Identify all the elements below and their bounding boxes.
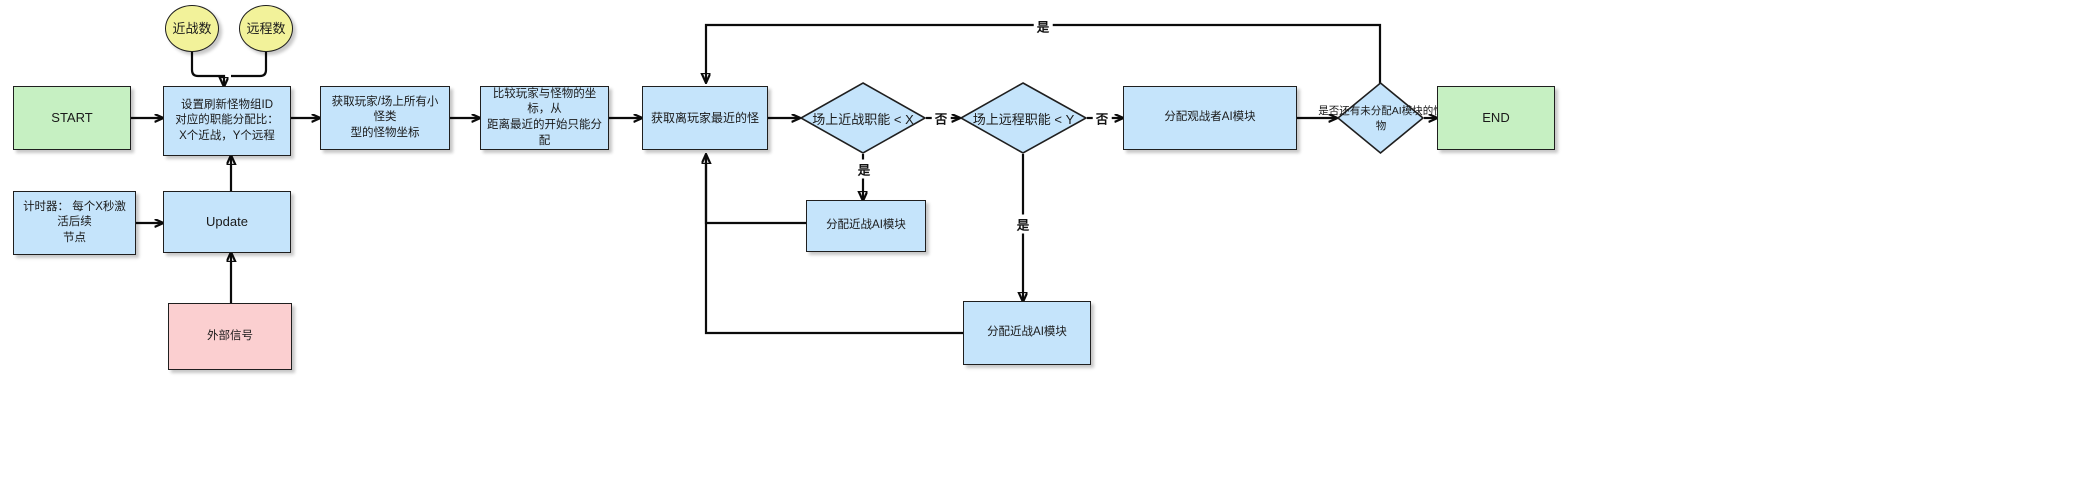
- node-label: Update: [206, 214, 248, 230]
- node-compare-positions[interactable]: 比较玩家与怪物的坐标，从 距离最近的开始只能分配: [480, 86, 609, 150]
- edge-label-no-ranged: 否: [1092, 108, 1112, 128]
- node-set-spawn-ratio[interactable]: 设置刷新怪物组ID 对应的职能分配比： X个近战，Y个远程: [163, 86, 291, 156]
- edge-label-yes-loop: 是: [1033, 16, 1053, 36]
- node-label: 获取离玩家最近的怪: [650, 110, 759, 125]
- node-label: 分配观战者AI模块: [1164, 111, 1256, 124]
- node-decision-melee-lt-x[interactable]: 场上近战职能 < X: [799, 82, 927, 154]
- diamond-shape: [799, 82, 927, 154]
- node-label: 是否还有未分配AI模块的怪 物: [1318, 105, 1444, 132]
- node-label: 场上近战职能 < X: [812, 111, 914, 127]
- node-start[interactable]: START: [13, 86, 131, 150]
- node-assign-melee-ai-1[interactable]: 分配近战AI模块: [806, 200, 926, 252]
- node-decision-more-unassigned[interactable]: 是否还有未分配AI模块的怪 物: [1318, 81, 1444, 155]
- node-label: END: [1482, 110, 1510, 126]
- node-external-signal[interactable]: 外部信号: [168, 303, 292, 370]
- node-end[interactable]: END: [1437, 86, 1555, 150]
- node-label: 获取玩家/场上所有小怪类 型的怪物坐标: [331, 95, 439, 139]
- node-label: 远程数: [246, 20, 286, 36]
- edge-label-no-melee: 否: [931, 108, 951, 128]
- node-ranged-count[interactable]: 远程数: [239, 5, 293, 52]
- diamond-shape: [1336, 81, 1425, 155]
- node-label: 外部信号: [207, 329, 253, 342]
- node-timer[interactable]: 计时器： 每个X秒激活后续 节点: [13, 191, 136, 255]
- node-assign-melee-ai-2[interactable]: 分配近战AI模块: [963, 301, 1091, 365]
- node-label: START: [51, 110, 93, 126]
- node-decision-ranged-lt-y[interactable]: 场上远程职能 < Y: [959, 82, 1088, 154]
- node-label: 比较玩家与怪物的坐标，从 距离最近的开始只能分配: [487, 87, 602, 147]
- node-update[interactable]: Update: [163, 191, 291, 253]
- node-label: 分配近战AI模块: [826, 219, 906, 232]
- node-label: 计时器： 每个X秒激活后续 节点: [23, 200, 126, 244]
- node-get-nearest-monster[interactable]: 获取离玩家最近的怪: [642, 86, 768, 150]
- node-label: 近战数: [172, 20, 212, 36]
- node-label: 设置刷新怪物组ID 对应的职能分配比： X个近战，Y个远程: [175, 98, 279, 142]
- diamond-shape: [959, 82, 1088, 154]
- node-label: 场上远程职能 < Y: [972, 111, 1075, 127]
- node-assign-spectator-ai[interactable]: 分配观战者AI模块: [1123, 86, 1297, 150]
- edge-label-yes-ranged: 是: [1013, 214, 1033, 234]
- node-melee-count[interactable]: 近战数: [165, 5, 219, 52]
- node-get-monster-coords[interactable]: 获取玩家/场上所有小怪类 型的怪物坐标: [320, 86, 450, 150]
- edge-label-yes-melee: 是: [854, 159, 874, 179]
- node-label: 分配近战AI模块: [987, 326, 1067, 339]
